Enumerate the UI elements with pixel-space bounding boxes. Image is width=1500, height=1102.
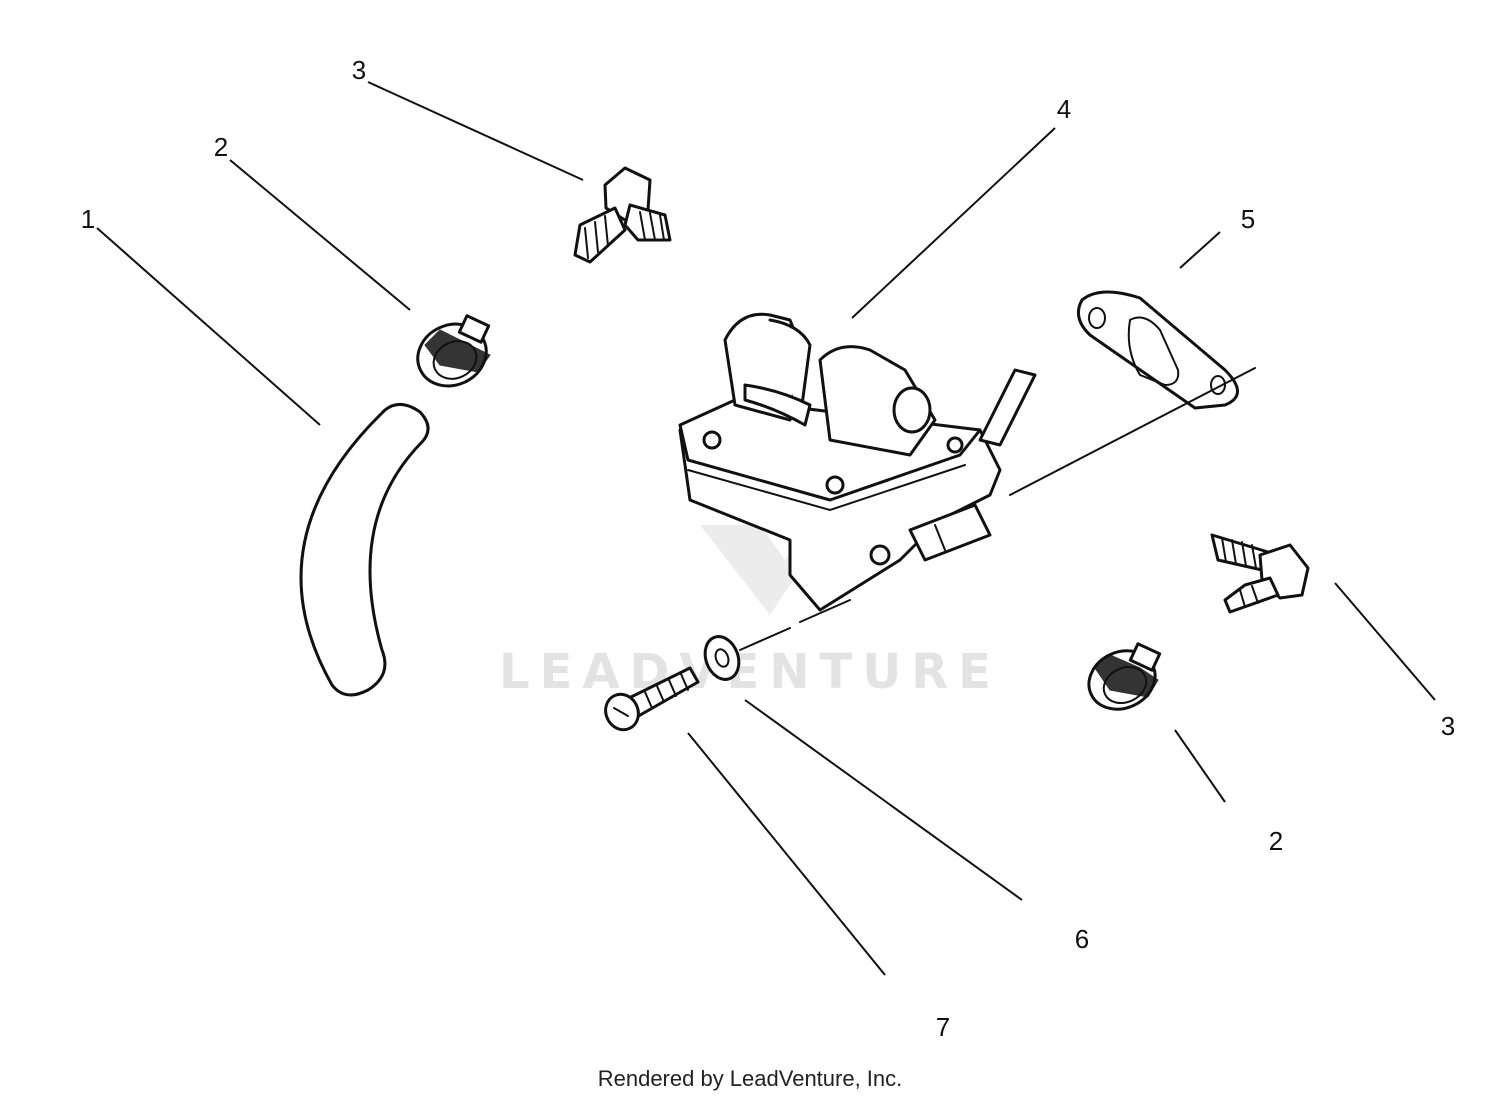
- callout-7: 7: [687, 732, 950, 1042]
- callout-5: 5: [1179, 204, 1255, 269]
- hose-part: [299, 403, 430, 697]
- callout-label: 6: [1075, 924, 1089, 954]
- watermark-text: LEADVENTURE: [499, 644, 1001, 700]
- callout-4: 4: [851, 94, 1071, 319]
- washer-part: [703, 635, 741, 681]
- callout-2-right: 2: [1174, 729, 1283, 856]
- callout-label: 2: [214, 132, 228, 162]
- elbow-fitting-part-right: [1210, 533, 1310, 614]
- callout-1: 1: [81, 204, 321, 426]
- callout-label: 3: [1441, 711, 1455, 741]
- callout-label: 5: [1241, 204, 1255, 234]
- callout-label: 3: [352, 55, 366, 85]
- fuel-pump-part: [678, 312, 1037, 612]
- hose-clamp-part-right: [1087, 642, 1162, 711]
- callout-label: 4: [1057, 94, 1071, 124]
- elbow-fitting-part-top: [573, 166, 672, 264]
- assembly-lines: [739, 367, 1256, 651]
- callout-label: 7: [936, 1012, 950, 1042]
- callout-label: 2: [1269, 826, 1283, 856]
- gasket-part: [1076, 290, 1239, 410]
- screw-part: [604, 666, 700, 732]
- callout-label: 1: [81, 204, 95, 234]
- hose-clamp-part-left: [416, 314, 491, 388]
- callout-3-right: 3: [1334, 582, 1455, 741]
- callout-6: 6: [744, 699, 1089, 954]
- callout-2: 2: [214, 132, 411, 311]
- callout-3: 3: [352, 55, 584, 181]
- footer-credit: Rendered by LeadVenture, Inc.: [597, 1066, 903, 1091]
